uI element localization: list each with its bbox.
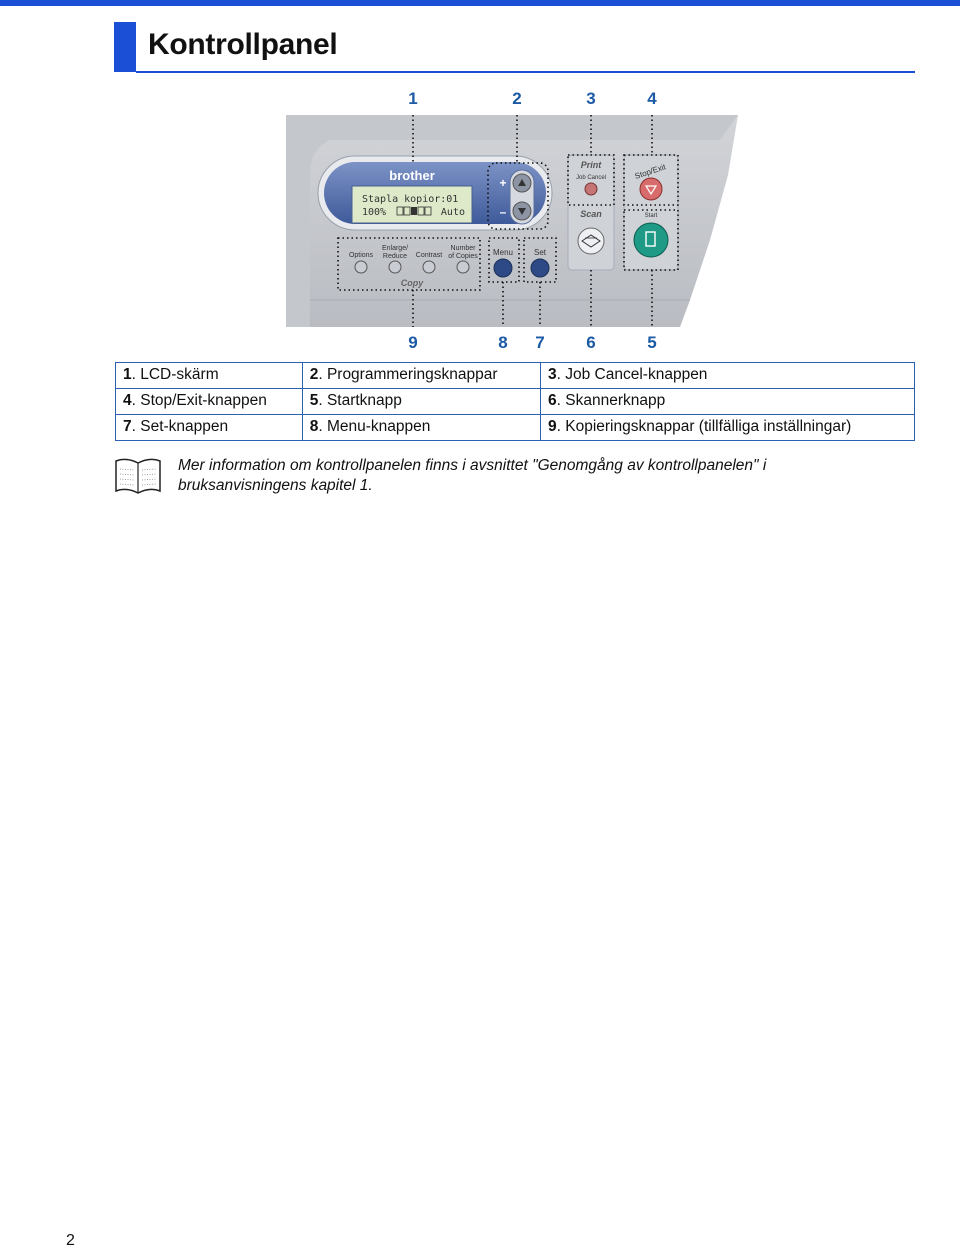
menu-button [493, 258, 513, 278]
copy-keys-outline [337, 237, 481, 291]
stop-exit-button [639, 177, 663, 201]
control-panel-illustration: brother Stapla kopior:01 100% Auto + – O… [286, 115, 738, 327]
enlarge-label-2: Reduce [383, 253, 407, 260]
legend-cell: 4. Stop/Exit-knappen [115, 388, 303, 415]
down-arrow-icon [518, 208, 526, 215]
note-line-2: bruksanvisningens kapitel 1. [178, 477, 373, 494]
callout-3: 3 [586, 89, 596, 108]
scan-label: Scan [580, 209, 602, 219]
set-label: Set [534, 248, 547, 257]
options-button [354, 260, 368, 274]
lcd-screen [351, 185, 473, 224]
number-label-1: Number [451, 245, 477, 252]
scanner-icon [581, 234, 601, 248]
top-accent-bar [0, 0, 960, 6]
title-underline [136, 71, 915, 73]
callout-4: 4 [647, 89, 657, 108]
book-icon [115, 458, 161, 494]
plus-label: + [499, 176, 506, 190]
number-of-copies-button [456, 260, 470, 274]
table-row: 7. Set-knappen 8. Menu-knappen 9. Kopier… [115, 414, 915, 441]
callout-7: 7 [535, 333, 545, 352]
options-label: Options [349, 252, 374, 259]
legend-cell: 9. Kopieringsknappar (tillfälliga instäl… [540, 414, 915, 441]
minus-label: – [500, 205, 507, 219]
table-row: 1. LCD-skärm 2. Programmeringsknappar 3.… [115, 362, 915, 389]
callout-9: 9 [408, 333, 418, 352]
legend-cell: 2. Programmeringsknappar [301, 362, 542, 389]
callout-8: 8 [498, 333, 508, 352]
start-icon [645, 231, 656, 247]
legend-table: 1. LCD-skärm 2. Programmeringsknappar 3.… [115, 362, 915, 441]
page-title: Kontrollpanel [148, 28, 338, 61]
copy-label: Copy [401, 278, 424, 288]
lcd-line-2-right: Auto [441, 207, 465, 218]
title-accent-block [114, 22, 136, 72]
lcd-line-2: 100% [362, 207, 386, 218]
enlarge-label-1: Enlarge/ [382, 245, 408, 252]
lcd-line-1: Stapla kopior:01 [362, 194, 458, 205]
legend-cell: 6. Skannerknapp [540, 388, 915, 415]
callout-1: 1 [408, 89, 418, 108]
contrast-button [422, 260, 436, 274]
table-row: 4. Stop/Exit-knappen 5. Startknapp 6. Sk… [115, 388, 915, 415]
legend-cell: 8. Menu-knappen [301, 414, 542, 441]
page-number: 2 [66, 1232, 75, 1249]
note-line-1: Mer information om kontrollpanelen finns… [178, 457, 767, 474]
set-button [530, 258, 550, 278]
contrast-indicator-icon [396, 206, 432, 216]
start-label: Start [645, 213, 658, 219]
brand-logo: brother [389, 168, 435, 183]
legend-cell: 5. Startknapp [301, 388, 542, 415]
start-button [633, 222, 669, 258]
stop-icon [644, 185, 658, 196]
legend-cell: 7. Set-knappen [115, 414, 303, 441]
callout-2: 2 [512, 89, 522, 108]
legend-cell: 1. LCD-skärm [115, 362, 303, 389]
reference-note: Mer information om kontrollpanelen finns… [178, 456, 818, 496]
menu-label: Menu [493, 248, 513, 257]
print-label: Print [581, 160, 603, 170]
number-label-2: of Copies [448, 253, 478, 260]
scan-button [577, 227, 605, 255]
callout-5: 5 [647, 333, 657, 352]
up-arrow-icon [518, 179, 526, 186]
legend-cell: 3. Job Cancel-knappen [540, 362, 915, 389]
enlarge-reduce-button [388, 260, 402, 274]
callout-6: 6 [586, 333, 596, 352]
job-cancel-button [584, 182, 598, 196]
contrast-label: Contrast [416, 252, 443, 259]
job-cancel-label: Job Cancel [576, 175, 606, 181]
